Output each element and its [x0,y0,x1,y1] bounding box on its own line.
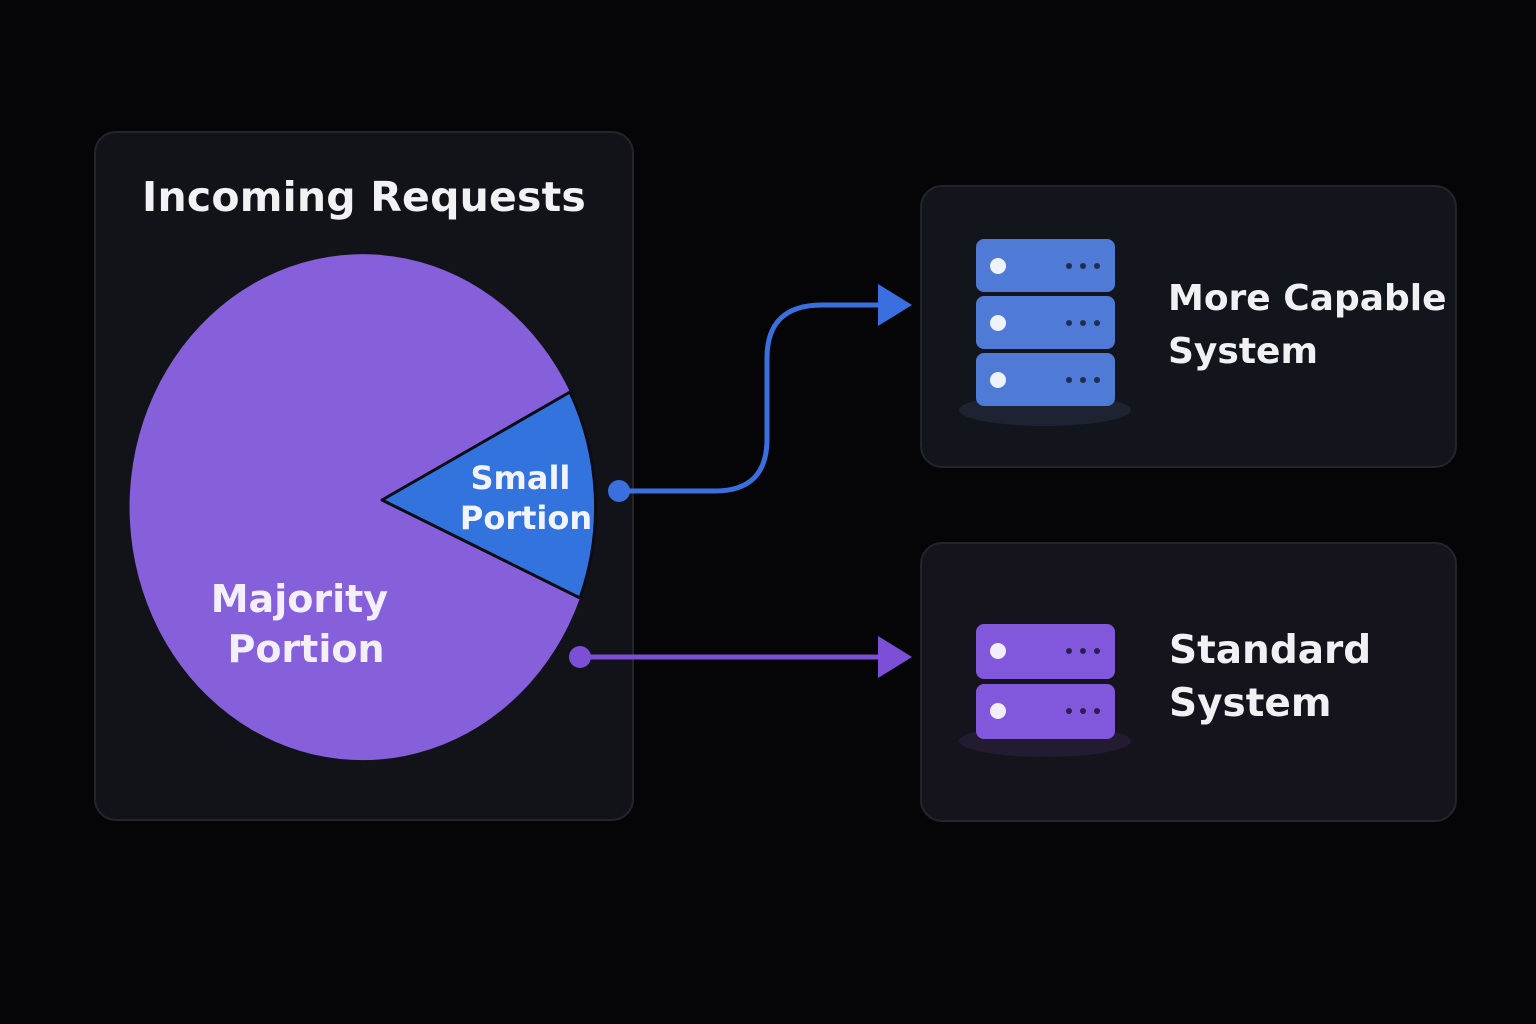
pie-label-small: Small Portion [460,459,592,537]
standard-system-label: Standard System [1169,624,1371,730]
standard-system-panel: Standard System [920,542,1457,822]
server-unit [976,239,1115,292]
label-line: Portion [460,499,592,537]
arrowhead-icon [878,636,912,678]
server-unit [976,624,1115,679]
label-line: System [1168,331,1318,372]
server-unit [976,684,1115,739]
label-line: System [1169,681,1332,726]
pie-slice-small [380,390,597,600]
label-line: Portion [227,627,384,671]
pie-label-majority: Majority Portion [211,577,402,671]
more-capable-system-label: More Capable System [1168,272,1447,378]
connector-to-standard [569,636,912,678]
connector-to-more-capable [608,284,912,502]
label-line: Standard [1169,628,1372,673]
label-line: More Capable [1168,278,1447,319]
label-line: Small [470,459,570,497]
arrowhead-icon [878,284,912,326]
server-unit [976,296,1115,349]
label-line: Majority [211,577,389,621]
panel-title: Incoming Requests [141,173,587,221]
server-unit [976,353,1115,406]
pie-slice-majority [129,254,580,761]
more-capable-system-panel: More Capable System [920,185,1457,468]
request-split-pie: Majority Portion Small Portion [129,254,597,761]
server-stack-icon [959,624,1131,757]
server-stack-icon [959,239,1131,426]
connector-line [616,302,889,494]
